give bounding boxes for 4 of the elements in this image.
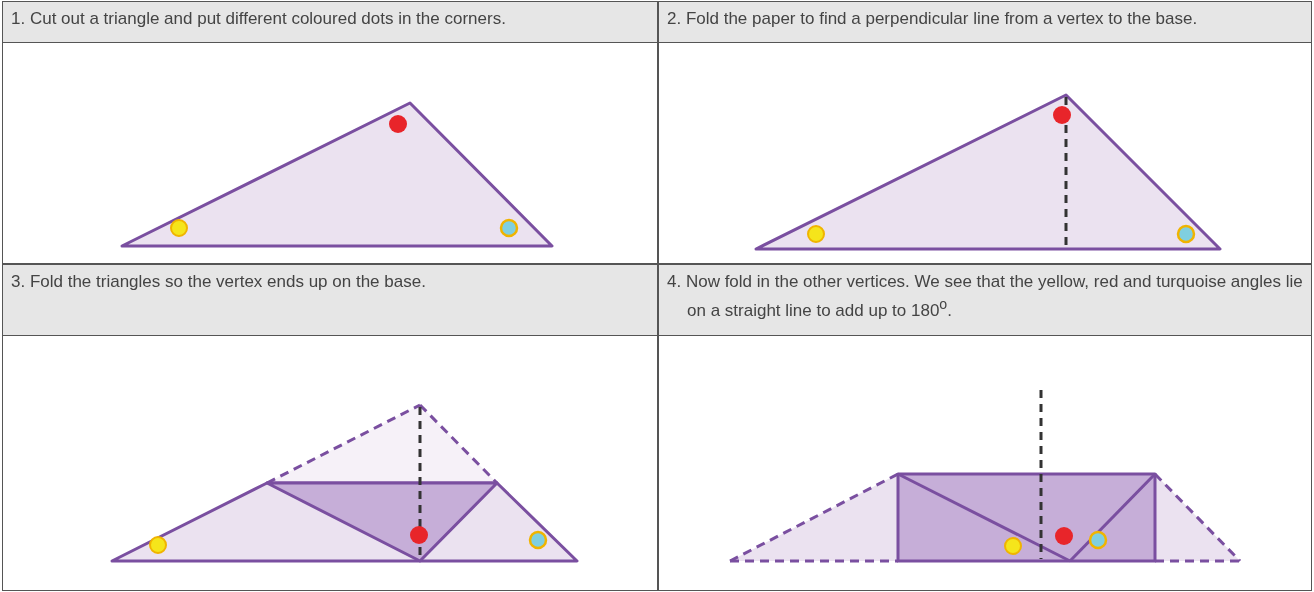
step-instruction: 3. Fold the triangles so the vertex ends up on the base. <box>11 271 427 293</box>
step-instruction: 1. Cut out a triangle and put different coloured dots in the corners. <box>11 8 507 30</box>
step-instruction: 4. Now fold in the other vertices. We see that the yellow, red and turquoise angles lie on a straight line to add up to 180$^{o}$. <box>667 271 1303 322</box>
step-instruction: 2. Fold the paper to find a perpendicular line from a vertex to the base. <box>667 8 1199 30</box>
